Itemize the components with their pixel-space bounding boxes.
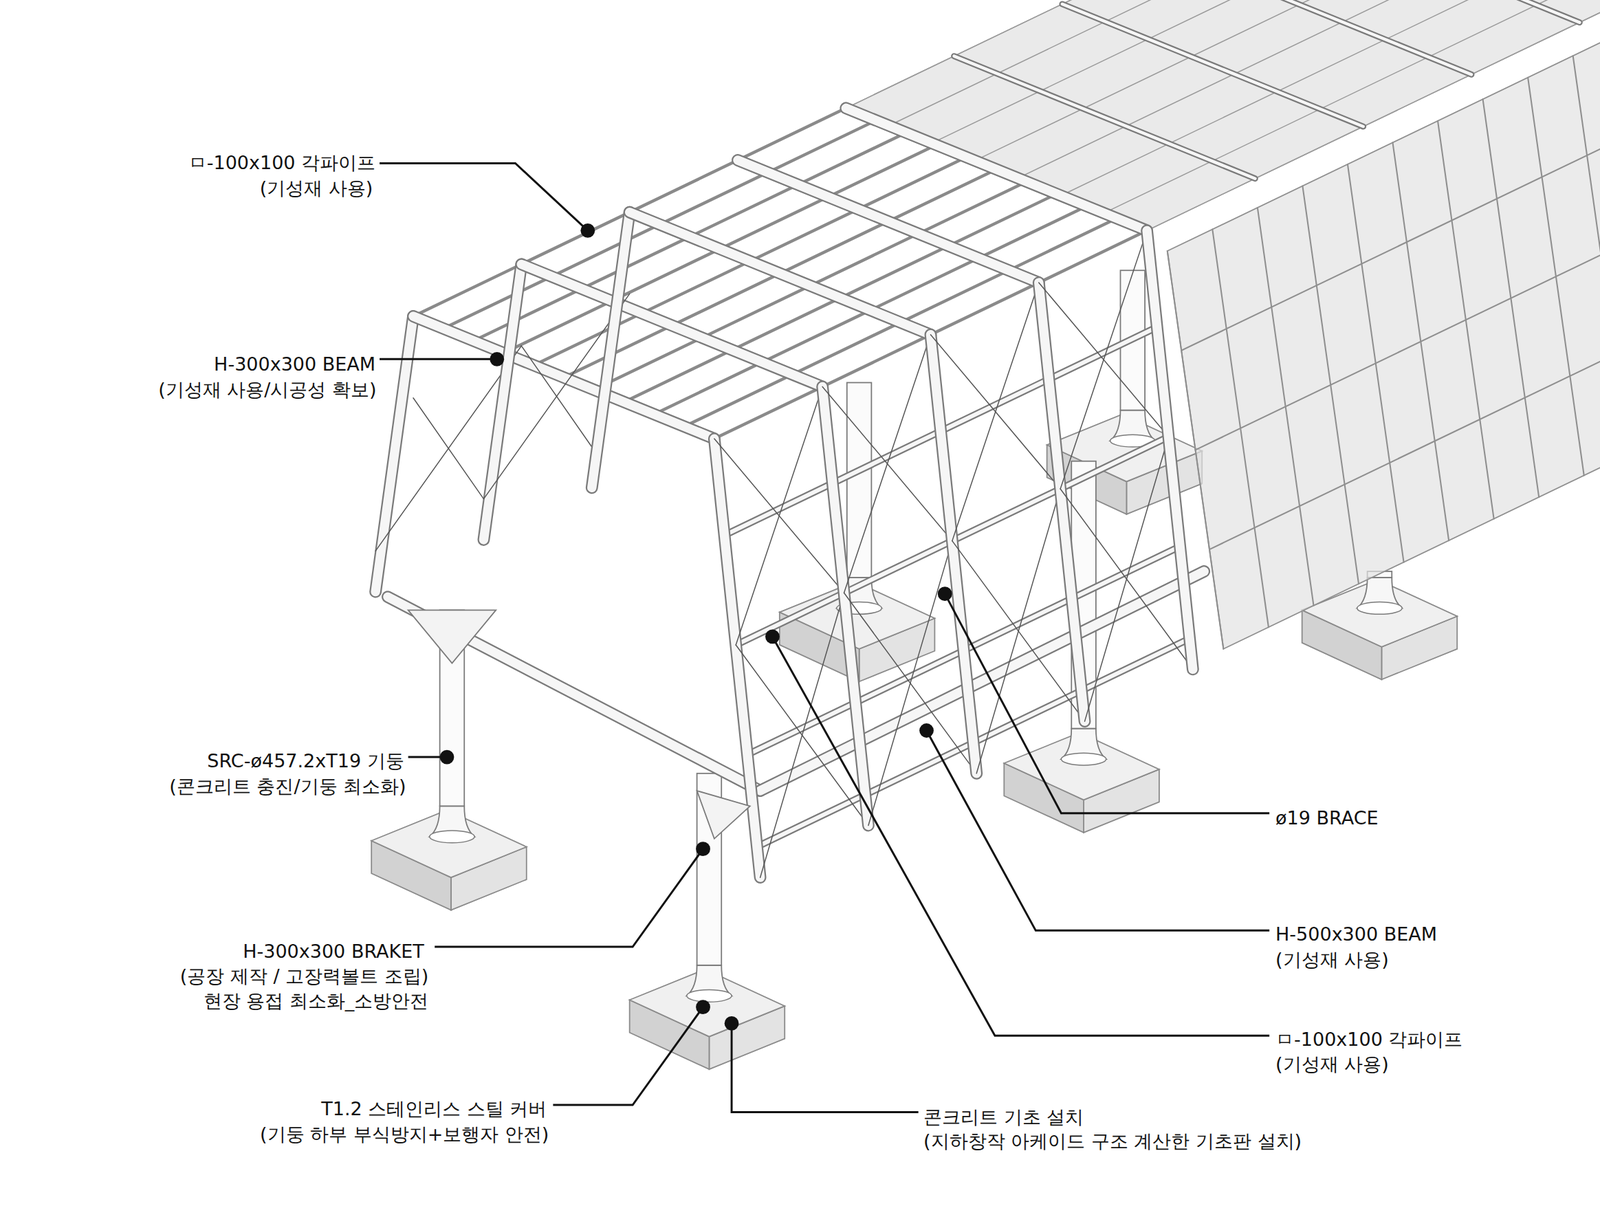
square-pipe-purlin: [624, 193, 1057, 403]
frame-column: [483, 264, 522, 540]
frame-column: [822, 386, 869, 826]
frame-column: [592, 212, 630, 489]
frame-column: [1146, 230, 1193, 670]
glazing-mullion: [1573, 55, 1600, 454]
frame-column: [1038, 282, 1086, 722]
callout-label: ø19 BRACE: [1275, 807, 1379, 830]
frame-column: [375, 316, 414, 593]
callout-label: H-500x300 BEAM: [1275, 923, 1438, 946]
h-beam: [760, 571, 1205, 791]
leader-dot: [695, 999, 711, 1015]
leader-line: [379, 358, 498, 361]
leader-dot: [937, 586, 953, 601]
leader-line: [926, 730, 1270, 931]
h-beam: [521, 264, 823, 387]
callout-label: H-300x300 BEAM: [213, 353, 376, 376]
roof-frame: [1062, 4, 1364, 127]
brace-rod: [868, 541, 953, 826]
callout-label: (지하창작 아케이드 구조 계산한 기초판 설치): [923, 1130, 1302, 1153]
h-beam: [737, 160, 1039, 283]
leader-line: [434, 849, 703, 947]
leader-dot: [695, 841, 711, 857]
roof-frame: [845, 107, 1147, 231]
brace-rod: [1085, 436, 1169, 722]
callout-label: (공장 제작 / 고장력볼트 조립): [180, 965, 430, 988]
h-beam: [760, 571, 1205, 791]
leader-line: [772, 636, 1270, 1036]
square-pipe-purlin: [533, 157, 967, 366]
square-pipe-purlin: [503, 145, 936, 354]
h-beam: [845, 107, 1147, 231]
brace-rod: [844, 334, 931, 594]
callout-label: (콘크리트 충진/기둥 최소화): [169, 775, 406, 798]
h-beam: [413, 316, 715, 439]
callout-label: (기성재 사용/시공성 확보): [158, 378, 377, 401]
roof-frame: [1278, 0, 1581, 23]
leader-dot: [765, 629, 780, 645]
h-bracket: [697, 790, 751, 839]
roof-frame: [954, 56, 1256, 179]
leader-dot: [440, 750, 455, 765]
column-base: [1060, 752, 1106, 766]
callout-label: ㅁ-100x100 각파이프: [1275, 1028, 1463, 1051]
callout-label: 콘크리트 기초 설치: [923, 1106, 1084, 1129]
leader-line: [379, 162, 588, 231]
frame-column: [592, 212, 630, 489]
leader-dot: [724, 1016, 740, 1031]
column-base: [429, 830, 475, 843]
h-beam: [521, 264, 823, 387]
glazing-transom: [1195, 189, 1600, 450]
callout-label: 현장 용접 최소화_소방안전: [203, 990, 430, 1013]
frame-column: [483, 264, 522, 540]
square-pipe-purlin: [594, 181, 1027, 390]
callout-label: T1.2 스테인리스 스틸 커버: [321, 1098, 547, 1121]
callout-label: H-300x300 BRAKET: [242, 940, 425, 963]
h-bracket: [408, 609, 497, 663]
frame-column: [1146, 230, 1193, 670]
roof-frame: [954, 56, 1256, 179]
leader-line: [552, 1007, 703, 1105]
frame-column: [930, 334, 977, 774]
frame-column: [375, 316, 414, 593]
callout-label: (기성재 사용): [1275, 948, 1389, 971]
roof-frame: [1170, 0, 1472, 75]
leader-line: [944, 594, 1270, 814]
callout-label: (기성재 사용): [259, 177, 374, 200]
callout-label: (기둥 하부 부식방지+보행자 안전): [259, 1123, 549, 1146]
brace-rod: [1060, 230, 1147, 489]
brace-rod: [952, 282, 1039, 542]
callout-label: ㅁ-100x100 각파이프: [188, 151, 376, 174]
h-beam: [387, 596, 761, 791]
frame-column: [822, 386, 869, 826]
h-beam: [629, 212, 931, 335]
leader-dot: [580, 223, 595, 238]
h-beam: [629, 212, 931, 335]
callout-label: (기성재 사용): [1275, 1053, 1389, 1076]
column-base: [1357, 602, 1402, 615]
brace-rod: [760, 592, 845, 878]
glazing-transom: [1181, 90, 1600, 350]
callout-label: SRC-ø457.2xT19 기둥: [206, 750, 404, 773]
leader-line: [731, 1023, 919, 1112]
brace-rod: [735, 386, 823, 645]
h-beam: [387, 596, 761, 791]
frame-column: [1038, 282, 1086, 722]
glazing-panel: [1167, 0, 1600, 650]
h-beam: [737, 160, 1039, 283]
roof-frame: [1278, 0, 1581, 23]
frame-column: [930, 334, 977, 774]
leader-dot: [489, 352, 504, 367]
roof-frame: [1062, 4, 1364, 127]
leader-dot: [919, 723, 934, 738]
roof-frame: [845, 107, 1147, 231]
column-base: [686, 989, 732, 1002]
h-beam: [845, 107, 1147, 231]
h-beam: [413, 316, 715, 439]
roof-frame: [1170, 0, 1472, 75]
glazing-transom: [1209, 289, 1600, 550]
